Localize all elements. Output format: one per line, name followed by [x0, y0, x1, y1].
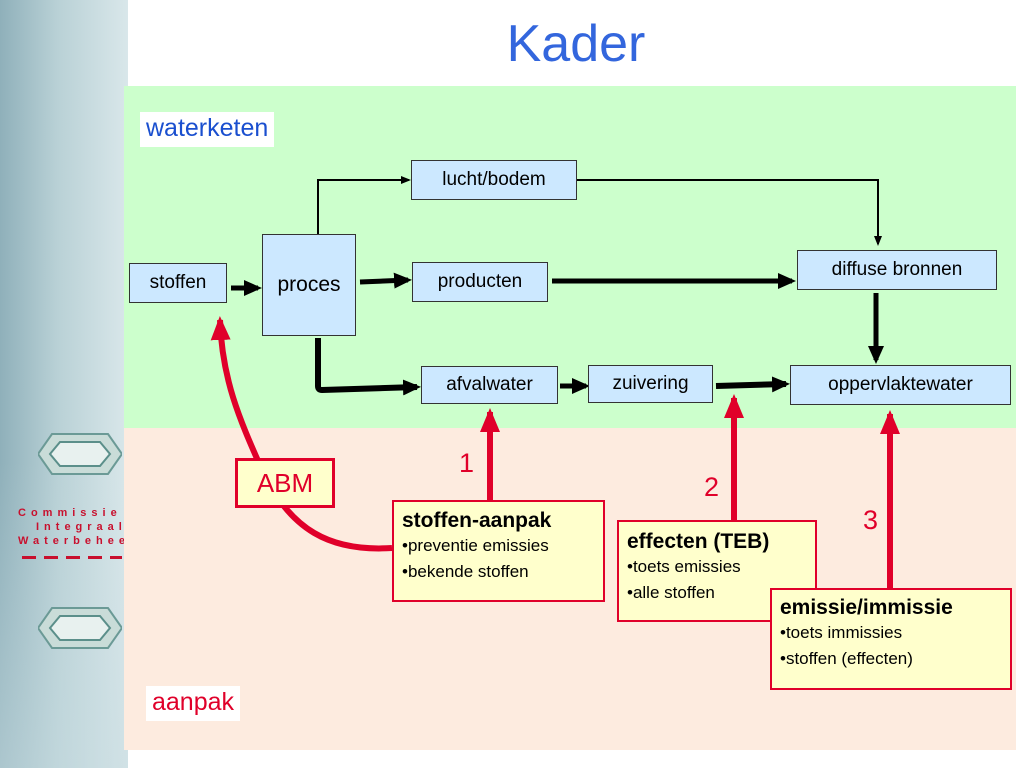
slide-header: Kader	[128, 0, 1024, 86]
node-producten: producten	[412, 262, 548, 302]
effecten-title: effecten (TEB)	[627, 530, 770, 553]
emissie-immissie-title: emissie/immissie	[780, 596, 953, 619]
logo-line-2: Integraal	[36, 521, 127, 533]
side-fade	[0, 0, 128, 768]
emissie-immissie-item: •stoffen (effecten)	[780, 649, 913, 668]
aanpak-label: aanpak	[146, 686, 241, 721]
number-1: 1	[459, 448, 475, 478]
gem-icon	[38, 607, 122, 649]
node-oppervlaktewater: oppervlaktewater	[790, 365, 1011, 405]
effecten-item: •toets emissies	[627, 557, 741, 576]
emissie-immissie-item: •toets immissies	[780, 623, 903, 642]
stoffen-aanpak-box: stoffen-aanpak •preventie emissies •beke…	[392, 500, 605, 602]
node-stoffen: stoffen	[129, 263, 227, 303]
logo-line-3: Waterbeheer	[18, 535, 140, 547]
node-diffuse-bronnen: diffuse bronnen	[797, 250, 997, 290]
logo-line-1: Commissie	[18, 507, 122, 519]
number-2: 2	[704, 472, 720, 502]
node-zuivering: zuivering	[588, 365, 713, 403]
effecten-item: •alle stoffen	[627, 583, 715, 602]
stoffen-aanpak-title: stoffen-aanpak	[402, 509, 552, 532]
node-afvalwater: afvalwater	[421, 366, 558, 404]
stoffen-aanpak-item: •bekende stoffen	[402, 562, 529, 581]
emissie-immissie-box: emissie/immissie •toets immissies •stoff…	[770, 588, 1012, 690]
side-decoration	[0, 0, 128, 768]
node-proces: proces	[262, 234, 356, 336]
waterketen-label: waterketen	[140, 112, 275, 147]
node-lucht-bodem: lucht/bodem	[411, 160, 577, 200]
abm-box: ABM	[235, 458, 335, 508]
logo-dash-divider	[22, 556, 122, 559]
number-3: 3	[863, 505, 879, 535]
organization-logo: Commissie Integraal Waterbeheer	[18, 506, 138, 548]
stoffen-aanpak-item: •preventie emissies	[402, 536, 549, 555]
slide-title: Kader	[506, 15, 646, 73]
gem-icon	[38, 433, 122, 475]
